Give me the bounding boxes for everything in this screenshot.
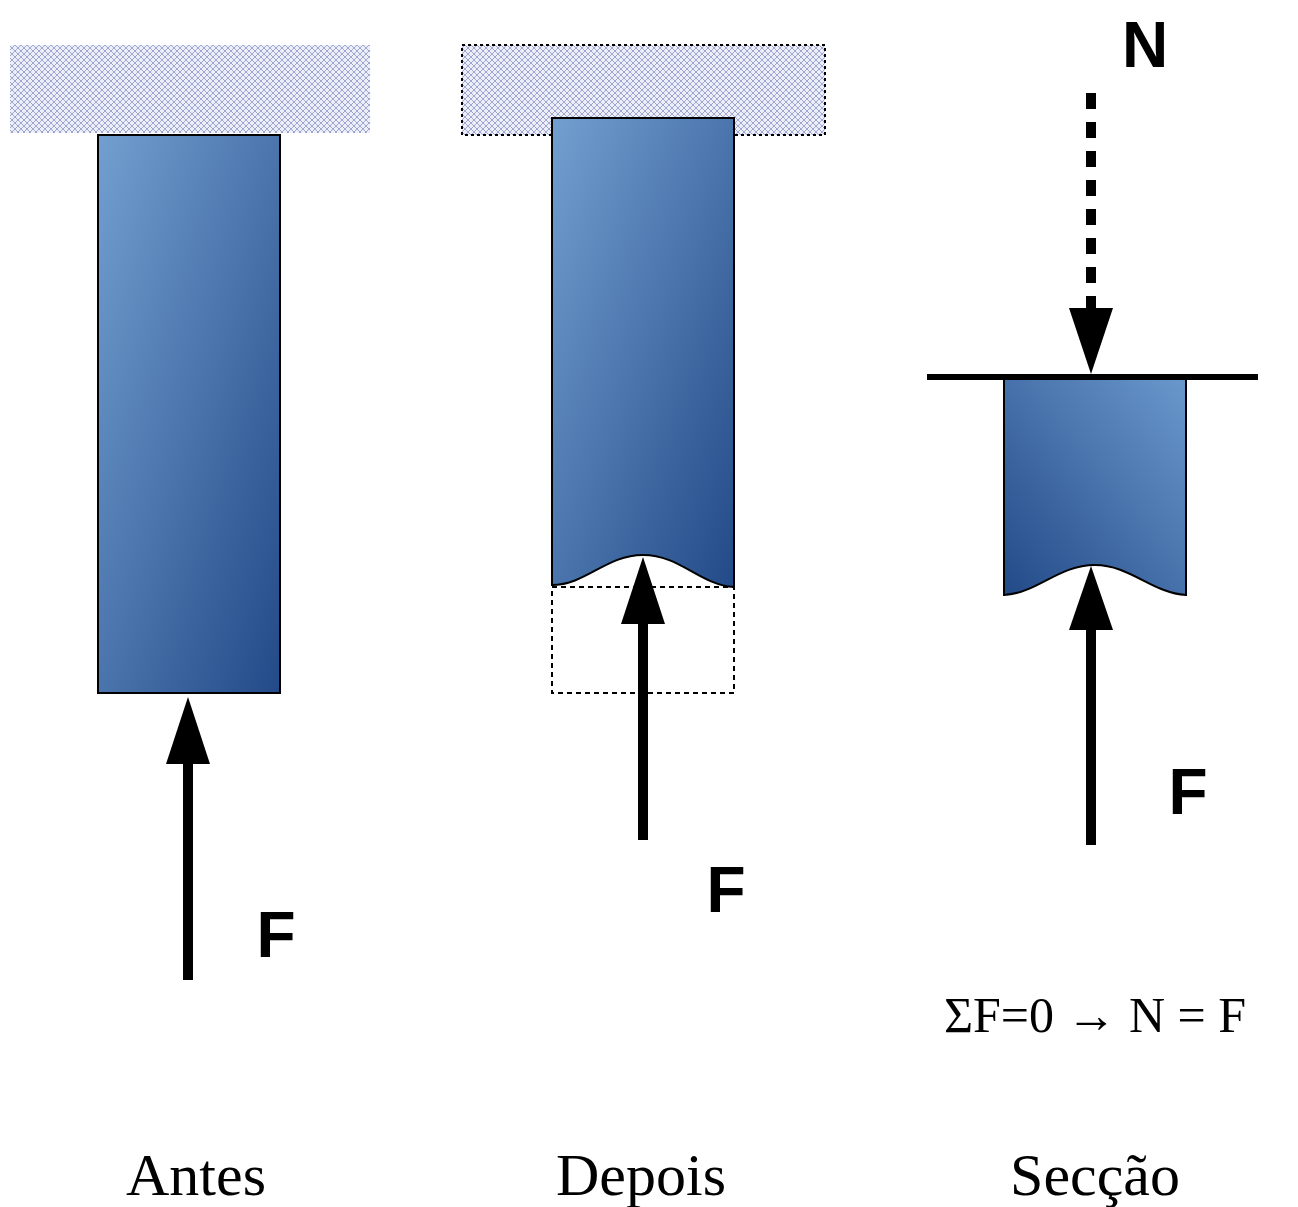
cut-line	[927, 374, 1258, 380]
arrow-head	[1069, 566, 1113, 630]
force-symbol: N	[1122, 13, 1168, 77]
force-symbol: F	[256, 903, 295, 967]
panel-caption: Secção	[1010, 1145, 1180, 1205]
force-arrow	[638, 615, 648, 840]
force-symbol: F	[706, 858, 745, 922]
panel-caption: Depois	[556, 1145, 726, 1205]
compressed-bar	[552, 118, 734, 587]
panel-caption: Antes	[126, 1145, 266, 1205]
fixed-support	[10, 45, 370, 133]
arrow-head	[1069, 308, 1113, 374]
equation: ΣF=0 → N = F	[944, 990, 1246, 1040]
bar-section	[1004, 377, 1186, 595]
arrow-head	[166, 697, 210, 764]
force-arrow	[1086, 620, 1096, 845]
arrow-head	[621, 557, 665, 624]
force-symbol: F	[1168, 760, 1207, 824]
internal-force-arrow	[1086, 93, 1096, 312]
force-arrow	[183, 755, 193, 980]
bar	[98, 135, 280, 693]
